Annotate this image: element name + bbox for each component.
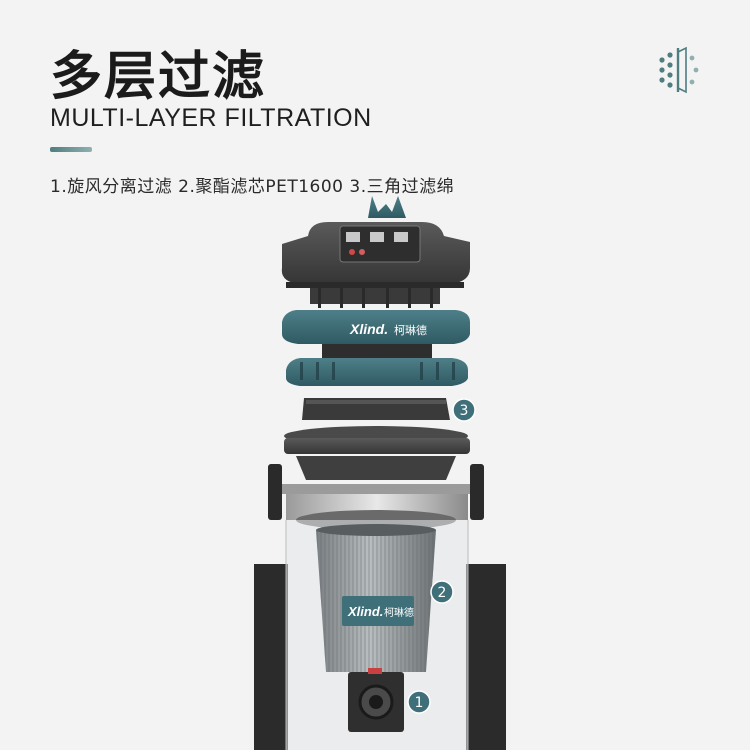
brand-logo-top: Xlind. bbox=[349, 321, 388, 337]
feature-description: 1.旋风分离过滤 2.聚酯滤芯PET1600 3.三角过滤绵 bbox=[50, 177, 455, 197]
svg-text:3: 3 bbox=[460, 403, 469, 419]
motor-housing: Xlind. 柯琳德 bbox=[282, 286, 470, 386]
cyclone-lid bbox=[284, 426, 470, 480]
triangle-foam-filter bbox=[302, 398, 450, 420]
filter-dots-icon bbox=[659, 46, 699, 94]
brand-logo-filter: Xlind. bbox=[347, 604, 383, 619]
brand-cn-top: 柯琳德 bbox=[394, 323, 427, 337]
motor-head bbox=[281, 196, 470, 288]
callout-badge-3: 3 bbox=[452, 398, 476, 422]
pet1600-filter-cartridge: Xlind. 柯琳德 bbox=[316, 524, 436, 672]
svg-text:2: 2 bbox=[438, 585, 447, 601]
brand-cn-filter: 柯琳德 bbox=[384, 606, 414, 619]
accent-divider bbox=[50, 147, 92, 152]
callout-badge-1: 1 bbox=[407, 690, 431, 714]
callout-badge-2: 2 bbox=[430, 580, 454, 604]
svg-text:1: 1 bbox=[415, 695, 424, 711]
cyclone-inlet bbox=[348, 668, 404, 732]
page-subtitle: MULTI-LAYER FILTRATION bbox=[50, 104, 372, 132]
page-title: 多层过滤 bbox=[50, 47, 267, 107]
